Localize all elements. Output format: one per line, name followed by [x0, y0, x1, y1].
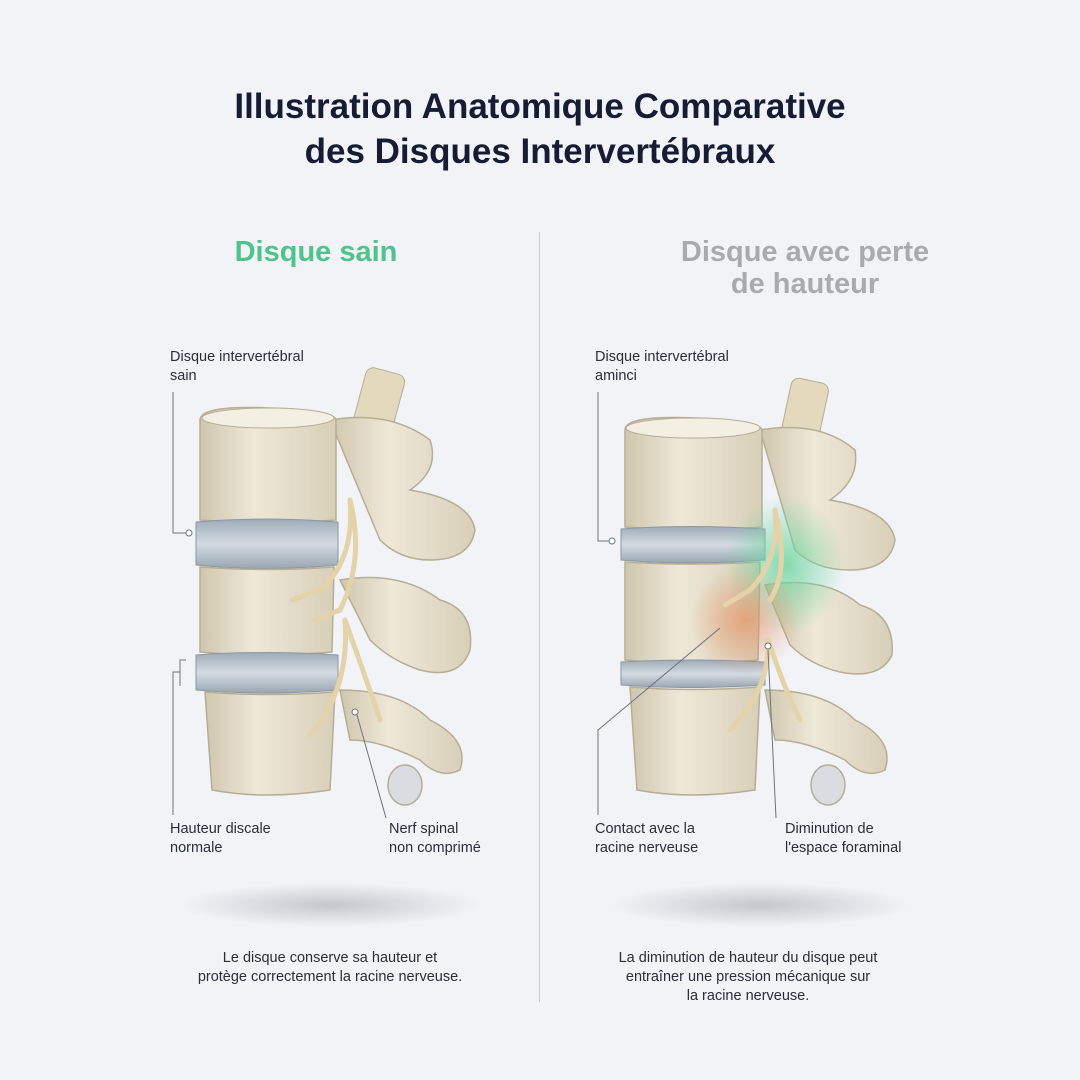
- healthy-spine: [180, 367, 480, 927]
- heading-line-2: de hauteur: [730, 268, 880, 300]
- label-line: normale: [170, 840, 223, 856]
- label-healthy-disc: Disque intervertébral sain: [170, 348, 304, 386]
- caption-line: Le disque conserve sa hauteur et: [222, 950, 438, 966]
- label-line: l'espace foraminal: [785, 840, 902, 856]
- vertebra-processes: [328, 416, 476, 806]
- leader-lines: [172, 392, 777, 819]
- vertebra-1-top: [201, 407, 335, 429]
- title-line-1: Illustration Anatomique Comparative: [234, 87, 846, 126]
- label-line: sain: [170, 368, 197, 384]
- healthy-caption: Le disque conserve sa hauteur et protège…: [150, 949, 510, 987]
- degenerated-disc-heading: Disque avec perte de hauteur: [650, 236, 960, 300]
- inflammation-orange: [690, 565, 800, 675]
- label-line: racine nerveuse: [595, 840, 699, 856]
- label-line: Hauteur discale: [170, 821, 271, 837]
- label-line: Nerf spinal: [389, 821, 459, 837]
- vertebra-3: [204, 691, 336, 796]
- label-normal-height: Hauteur discale normale: [170, 820, 271, 858]
- shadow: [610, 883, 910, 927]
- label-thinned-disc: Disque intervertébral aminci: [595, 348, 729, 386]
- label-line: Disque intervertébral: [595, 349, 729, 365]
- label-nerve-uncompressed: Nerf spinal non comprimé: [389, 820, 481, 858]
- degenerated-caption: La diminution de hauteur du disque peut …: [568, 949, 928, 1006]
- healthy-disc-2: [195, 652, 339, 694]
- caption-line: entraîner une pression mécanique sur: [625, 969, 871, 985]
- heading-line-1: Disque avec perte: [680, 236, 930, 268]
- label-line: non comprimé: [389, 840, 481, 856]
- label-foraminal-space: Diminution de l'espace foraminal: [785, 820, 901, 858]
- healthy-disc-heading: Disque sain: [234, 236, 398, 268]
- vertebra-3: [629, 686, 761, 796]
- vertebra-2: [199, 566, 335, 656]
- caption-line: protège correctement la racine nerveuse.: [197, 969, 463, 985]
- vertebra-1-top: [625, 417, 761, 439]
- caption-line: La diminution de hauteur du disque peut: [618, 950, 878, 966]
- label-line: Disque intervertébral: [170, 349, 304, 365]
- degenerated-spine: [610, 377, 910, 927]
- label-nerve-contact: Contact avec la racine nerveuse: [595, 820, 698, 858]
- label-line: Diminution de: [785, 821, 874, 837]
- caption-line: la racine nerveuse.: [686, 988, 810, 1004]
- label-line: aminci: [595, 368, 637, 384]
- healthy-disc-1: [195, 518, 339, 569]
- panel-divider: [539, 232, 540, 1002]
- shadow: [180, 883, 480, 927]
- page-title: Illustration Anatomique Comparative des …: [0, 84, 1080, 174]
- spinal-nerve: [289, 497, 383, 738]
- title-line-2: des Disques Intervertébraux: [304, 132, 776, 171]
- label-line: Contact avec la: [595, 821, 695, 837]
